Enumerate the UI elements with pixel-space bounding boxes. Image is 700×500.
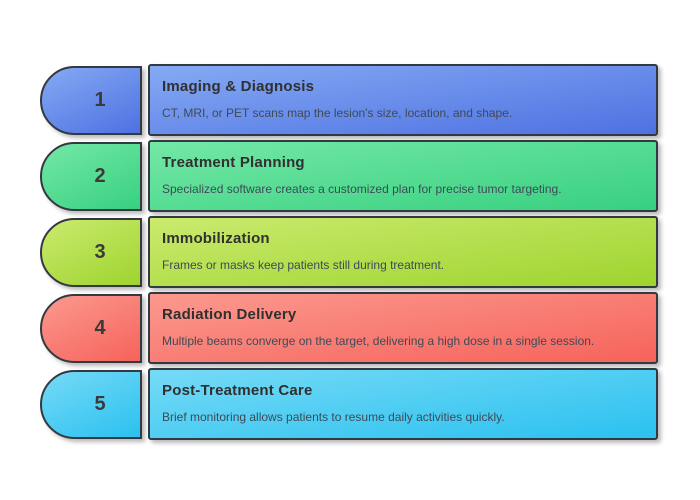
step-number: 4	[94, 316, 106, 339]
step-card: Immobilization Frames or masks keep pati…	[148, 216, 658, 288]
step-description: CT, MRI, or PET scans map the lesion's s…	[162, 106, 513, 120]
step-title: Immobilization	[162, 230, 270, 247]
step-card: Treatment Planning Specialized software …	[148, 140, 658, 212]
step-number-badge: 4	[40, 293, 142, 363]
step-title: Radiation Delivery	[162, 306, 297, 323]
step-description: Multiple beams converge on the target, d…	[162, 334, 595, 348]
process-step-3: 3 Immobilization Frames or masks keep pa…	[40, 216, 658, 288]
process-step-4: 4 Radiation Delivery Multiple beams conv…	[40, 292, 658, 364]
process-steps-list: 1 Imaging & Diagnosis CT, MRI, or PET sc…	[40, 64, 658, 444]
step-card: Imaging & Diagnosis CT, MRI, or PET scan…	[148, 64, 658, 136]
step-card: Post-Treatment Care Brief monitoring all…	[148, 368, 658, 440]
step-title: Imaging & Diagnosis	[162, 78, 315, 95]
step-number: 2	[94, 164, 106, 187]
process-step-2: 2 Treatment Planning Specialized softwar…	[40, 140, 658, 212]
step-title: Treatment Planning	[162, 154, 305, 171]
step-number-badge: 3	[40, 217, 142, 287]
step-number: 3	[94, 240, 106, 263]
step-description: Specialized software creates a customize…	[162, 182, 562, 196]
process-step-5: 5 Post-Treatment Care Brief monitoring a…	[40, 368, 658, 440]
step-number: 1	[94, 88, 106, 111]
step-number-badge: 5	[40, 369, 142, 439]
process-step-1: 1 Imaging & Diagnosis CT, MRI, or PET sc…	[40, 64, 658, 136]
step-title: Post-Treatment Care	[162, 382, 313, 399]
step-number-badge: 2	[40, 141, 142, 211]
step-description: Brief monitoring allows patients to resu…	[162, 410, 505, 424]
step-number: 5	[94, 392, 106, 415]
step-number-badge: 1	[40, 65, 142, 135]
step-card: Radiation Delivery Multiple beams conver…	[148, 292, 658, 364]
step-description: Frames or masks keep patients still duri…	[162, 258, 445, 272]
